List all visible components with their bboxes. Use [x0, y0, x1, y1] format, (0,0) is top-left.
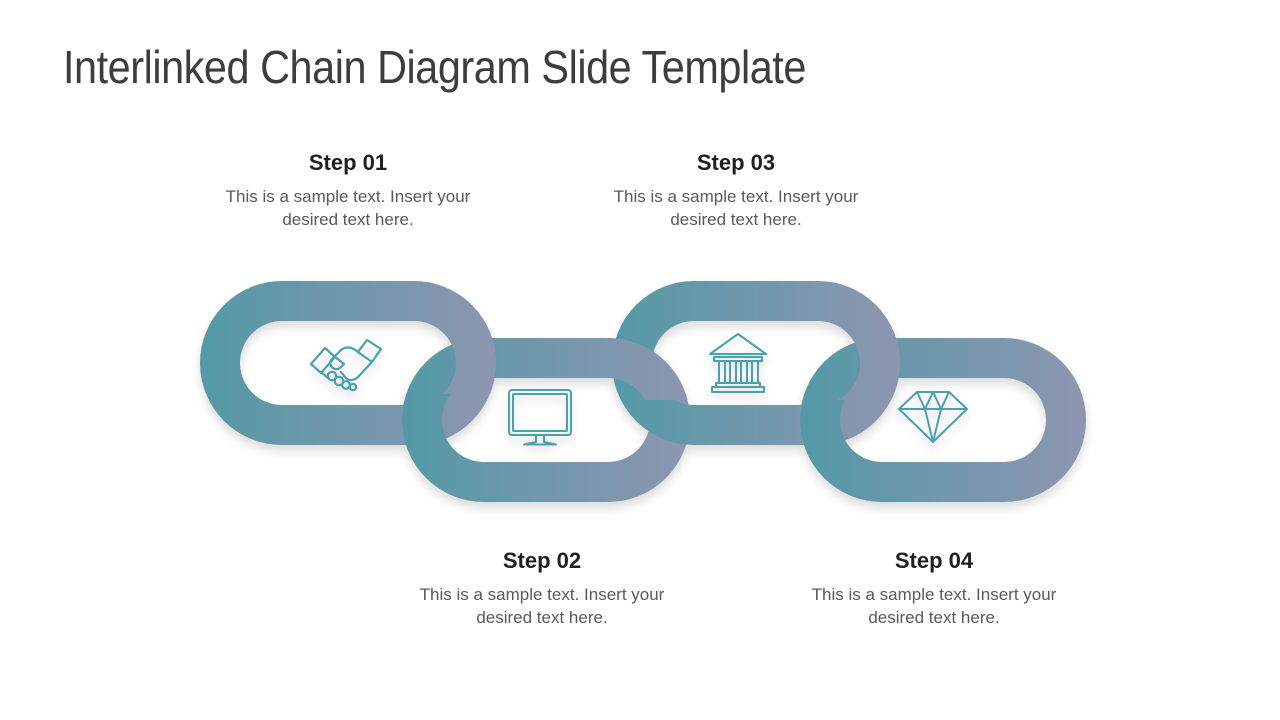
step-1-heading: Step 01 [308, 150, 388, 175]
step-3-heading: Step 03 [696, 150, 776, 175]
step-2-block: Step 02 This is a sample text. Insert yo… [417, 548, 667, 629]
bank-icon [709, 333, 767, 393]
step-3-description: This is a sample text. Insert your desir… [613, 187, 859, 230]
step-2-heading: Step 02 [502, 548, 582, 573]
step-2-description: This is a sample text. Insert your desir… [419, 585, 665, 628]
step-4-block: Step 04 This is a sample text. Insert yo… [809, 548, 1059, 629]
step-1-block: Step 01 This is a sample text. Insert yo… [223, 150, 473, 231]
step-1-description: This is a sample text. Insert your desir… [225, 187, 471, 230]
step-3-block: Step 03 This is a sample text. Insert yo… [611, 150, 861, 231]
step-4-description: This is a sample text. Insert your desir… [811, 585, 1057, 628]
handshake-icon [309, 338, 383, 392]
monitor-icon [508, 389, 572, 446]
page-title: Interlinked Chain Diagram Slide Template [63, 41, 806, 93]
diamond-icon [898, 391, 968, 443]
step-4-heading: Step 04 [894, 548, 974, 573]
